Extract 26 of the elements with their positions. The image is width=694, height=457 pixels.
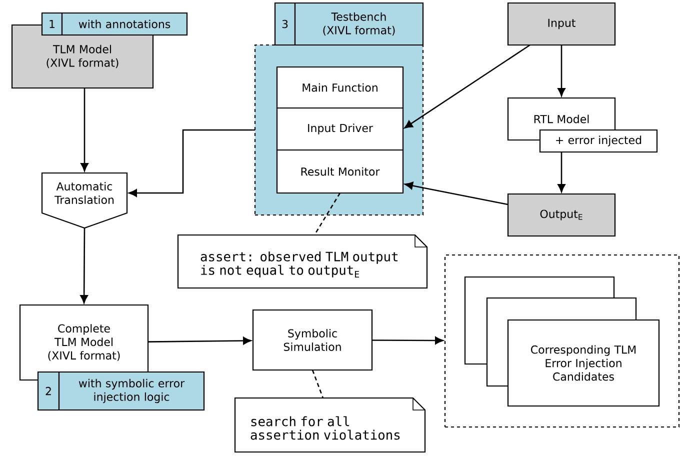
document-stack-drawing: Corresponding TLM Error Injection Candidates [464,276,660,407]
arrow [404,182,508,206]
arrow [80,228,88,304]
leader-line [312,370,324,398]
process-pentagon: Automatic Translation [41,172,128,229]
arrow [558,45,566,96]
process-box: Input Driver [276,107,404,151]
number-tag: 1 [41,12,63,36]
process-box: Output$_{E}$ [507,193,616,237]
process-box: Main Function [276,66,404,109]
process-box: Result Monitor [276,149,404,194]
arrow [148,336,252,345]
process-box: Symbolic Simulation [252,309,373,371]
arrow [404,44,530,128]
leader-line [314,192,341,236]
note-box: search for all assertion violations [234,397,426,453]
arrow [558,152,566,192]
number-tag: 2 [37,371,60,411]
process-box: Input [507,2,616,46]
note-box: assert: observed TLM output is not equal to output$_{E}$ [177,234,428,289]
annotation-tag: + error injected [539,129,658,153]
dashed-group-frame [444,254,680,428]
arrow [128,129,255,197]
arrow [372,336,444,344]
arrow [80,88,88,172]
number-tag: 3 [274,2,296,46]
